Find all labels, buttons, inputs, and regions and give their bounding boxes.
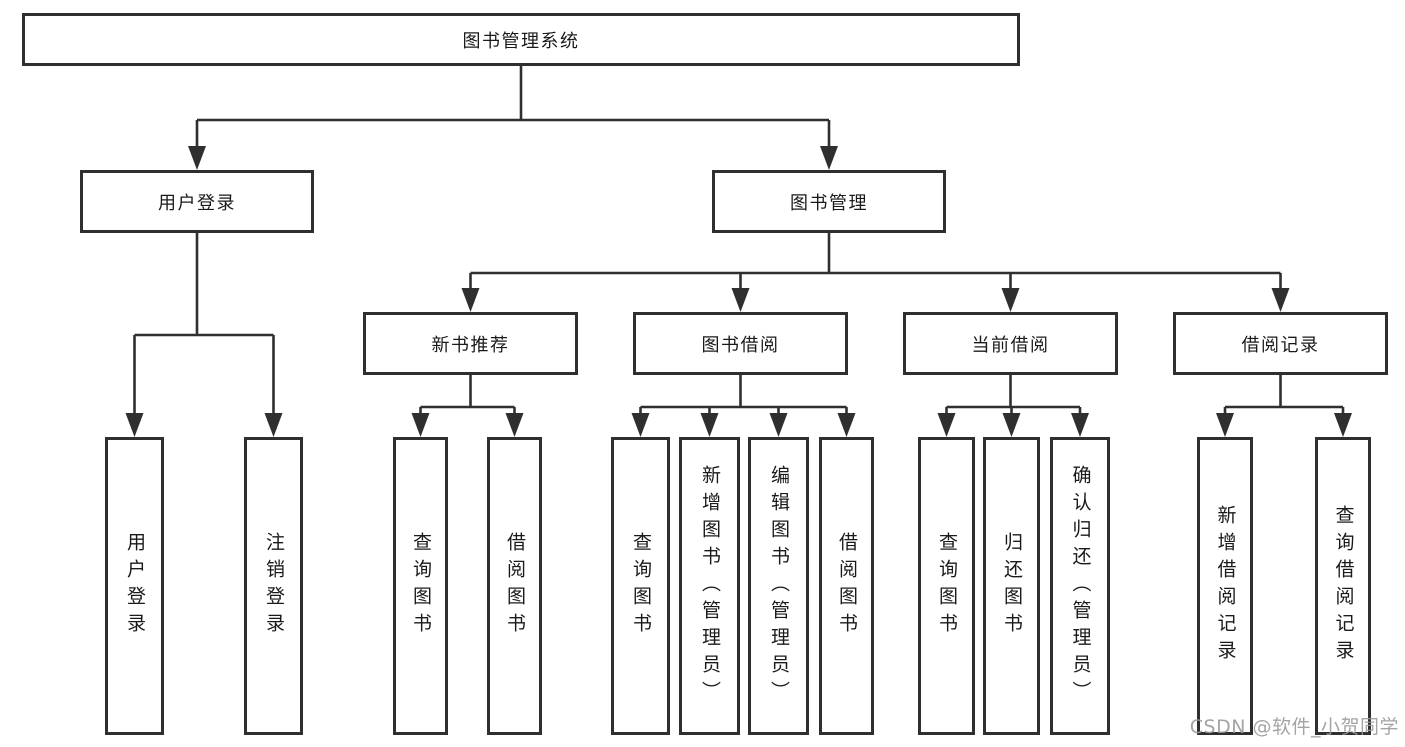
leaf-logout: 注销登录	[244, 437, 303, 735]
leaf-query-books-1-label: 查询图书	[410, 532, 432, 640]
leaf-user-login: 用户登录	[105, 437, 164, 735]
node-new-book-rec-label: 新书推荐	[431, 334, 510, 356]
leaf-logout-label: 注销登录	[263, 532, 285, 640]
leaf-edit-book-admin: 编辑图书（管理员）	[748, 437, 809, 735]
leaf-add-borrow-record: 新增借阅记录	[1197, 437, 1253, 735]
leaf-add-book-admin-label: 新增图书（管理员）	[699, 464, 721, 708]
node-root: 图书管理系统	[22, 13, 1020, 66]
csdn-watermark: CSDN @软件_小贺同学	[1189, 716, 1399, 738]
leaf-edit-book-admin-label: 编辑图书（管理员）	[768, 464, 790, 708]
leaf-query-borrow-record-label: 查询借阅记录	[1332, 505, 1355, 667]
leaf-query-books-3: 查询图书	[918, 437, 975, 735]
leaf-borrow-books-1-label: 借阅图书	[504, 532, 526, 640]
leaf-query-books-2-label: 查询图书	[630, 532, 652, 640]
leaf-query-books-3-label: 查询图书	[936, 532, 958, 640]
leaf-confirm-return-admin-label: 确认归还（管理员）	[1069, 464, 1092, 708]
node-book-borrow: 图书借阅	[633, 312, 848, 375]
leaf-user-login-label: 用户登录	[124, 532, 146, 640]
node-borrow-records: 借阅记录	[1173, 312, 1388, 375]
node-borrow-records-label: 借阅记录	[1241, 334, 1320, 356]
leaf-query-books-1: 查询图书	[393, 437, 448, 735]
node-book-mgmt: 图书管理	[712, 170, 946, 233]
node-user-login-label: 用户登录	[158, 192, 236, 214]
node-current-borrow-label: 当前借阅	[971, 334, 1050, 356]
leaf-confirm-return-admin: 确认归还（管理员）	[1050, 437, 1110, 735]
node-book-borrow-label: 图书借阅	[701, 334, 780, 356]
leaf-return-books: 归还图书	[983, 437, 1040, 735]
leaf-borrow-books-2: 借阅图书	[819, 437, 874, 735]
leaf-borrow-books-1: 借阅图书	[487, 437, 542, 735]
node-book-mgmt-label: 图书管理	[790, 192, 868, 214]
leaf-add-book-admin: 新增图书（管理员）	[679, 437, 740, 735]
leaf-query-books-2: 查询图书	[611, 437, 670, 735]
node-user-login: 用户登录	[80, 170, 314, 233]
leaf-query-borrow-record: 查询借阅记录	[1315, 437, 1371, 735]
node-current-borrow: 当前借阅	[903, 312, 1118, 375]
leaf-return-books-label: 归还图书	[1001, 532, 1023, 640]
node-new-book-rec: 新书推荐	[363, 312, 578, 375]
leaf-borrow-books-2-label: 借阅图书	[836, 532, 858, 640]
node-root-label: 图书管理系统	[462, 30, 580, 52]
leaf-add-borrow-record-label: 新增借阅记录	[1214, 505, 1237, 667]
arrowhead-group	[125, 146, 1352, 437]
